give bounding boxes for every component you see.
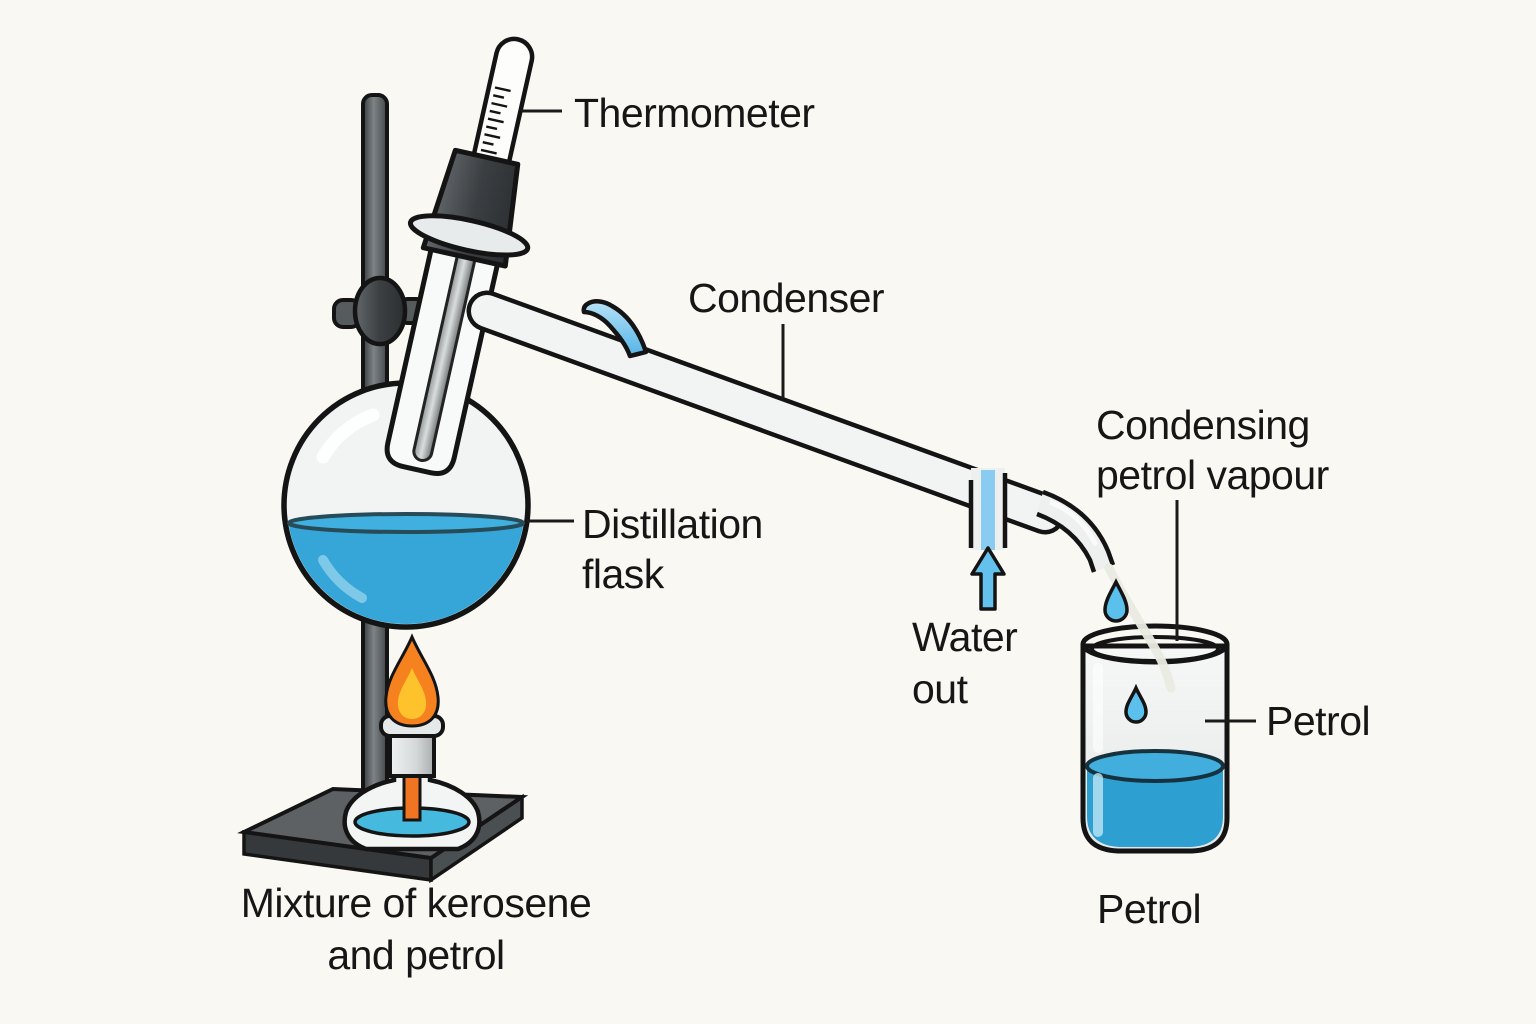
label-condensing-line1: Condensing bbox=[1096, 402, 1310, 448]
distillation-flask bbox=[281, 217, 531, 630]
petrol-droplet-falling bbox=[1103, 578, 1129, 623]
petrol-droplet-in-beaker bbox=[1124, 683, 1148, 724]
water-outlet-spout bbox=[581, 299, 649, 359]
leader-lines bbox=[521, 109, 1256, 723]
water-port bbox=[968, 468, 1008, 550]
label-water-out-line2: out bbox=[912, 666, 969, 712]
neck-flange bbox=[407, 213, 531, 258]
label-condensing-line2: petrol vapour bbox=[1096, 452, 1329, 498]
label-distillation-flask-line2: flask bbox=[582, 551, 665, 597]
water-out-arrow bbox=[970, 546, 1006, 611]
labels: Thermometer Condenser Distillation flask… bbox=[241, 90, 1371, 978]
clamp-knob bbox=[352, 275, 408, 347]
flask-meniscus bbox=[287, 512, 525, 534]
delivery-inner-edge bbox=[1036, 511, 1097, 573]
thermometer-assembly bbox=[407, 36, 535, 269]
beaker-liquid-surface bbox=[1085, 749, 1225, 783]
water-port-stream bbox=[981, 470, 995, 550]
label-mixture-line2: and petrol bbox=[327, 932, 504, 978]
flask-liquid bbox=[287, 521, 525, 624]
collection-beaker bbox=[1080, 623, 1230, 854]
vapour-tube bbox=[466, 290, 1066, 535]
label-water-out-line1: Water bbox=[912, 614, 1017, 660]
beaker-rim-inner bbox=[1090, 635, 1220, 663]
spirit-burner bbox=[342, 633, 482, 852]
delivery-highlight bbox=[1049, 499, 1099, 547]
label-petrol-collected: Petrol bbox=[1097, 886, 1201, 932]
beaker-liquid bbox=[1087, 766, 1223, 847]
flask-liquid-highlight bbox=[318, 555, 367, 603]
flame-inner bbox=[397, 668, 427, 719]
falling-petrol bbox=[1103, 563, 1176, 724]
label-distillation-flask-line1: Distillation bbox=[582, 501, 763, 547]
inner-tube-glass bbox=[471, 295, 1061, 530]
label-petrol-beaker: Petrol bbox=[1266, 698, 1370, 744]
label-thermometer: Thermometer bbox=[574, 90, 815, 136]
flask-glass-highlight bbox=[316, 408, 380, 464]
delivery-outer-edge bbox=[1042, 489, 1116, 566]
delivery-glass bbox=[1037, 492, 1113, 572]
label-mixture-line1: Mixture of kerosene bbox=[241, 880, 592, 926]
label-condenser: Condenser bbox=[688, 275, 884, 321]
delivery-spout bbox=[1036, 489, 1116, 573]
